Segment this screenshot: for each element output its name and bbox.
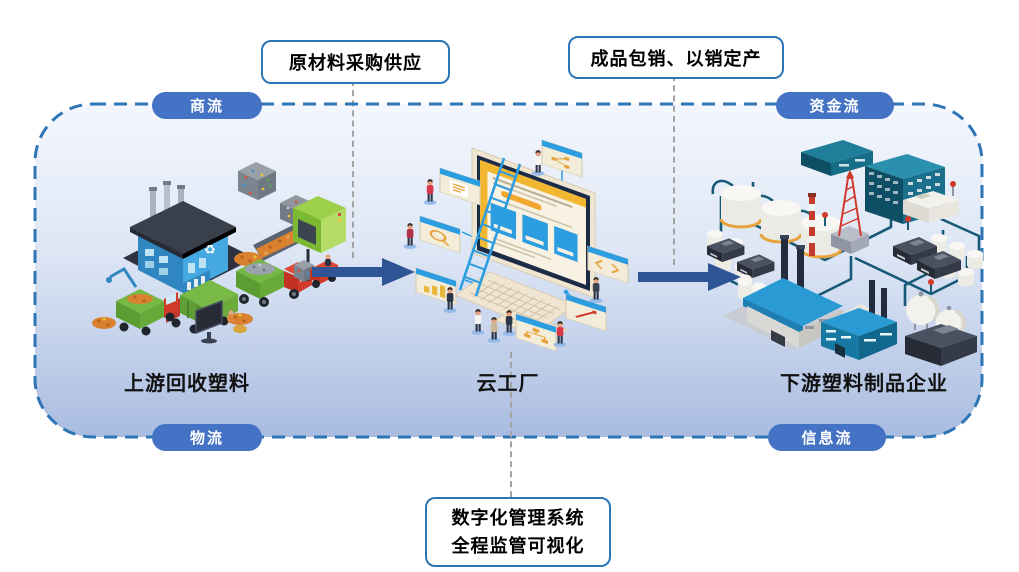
arrow-cloud-to-downstream-icon [638, 263, 741, 291]
connector-procurement [352, 80, 354, 258]
pill-business-flow-text: 商流 [189, 98, 224, 115]
dark-building-bottom [905, 324, 977, 366]
cloud-factory-illustration [403, 139, 629, 352]
node-label-downstream: 下游塑料制品企业 [780, 373, 948, 395]
derrick-tower [831, 170, 869, 254]
teal-building-bottom [821, 280, 897, 360]
pill-information-flow-text: 信息流 [801, 430, 853, 447]
callout-digital: 数字化管理系统 全程监管可视化 [425, 497, 611, 567]
floating-panel-search [419, 215, 461, 254]
callout-digital-line2: 全程监管可视化 [451, 536, 585, 556]
callout-sales: 成品包销、以销定产 [568, 36, 784, 79]
plastics-factory-complex-illustration [707, 140, 983, 366]
pill-capital-flow: 资金流 [776, 92, 894, 119]
striped-chimney [808, 193, 816, 256]
node-label-upstream: 上游回收塑料 [124, 373, 250, 395]
callout-sales-text: 成品包销、以销定产 [590, 48, 762, 69]
callout-procurement-text: 原材料采购供应 [289, 53, 422, 73]
pill-information-flow: 信息流 [768, 424, 886, 451]
callout-procurement: 原材料采购供应 [261, 40, 450, 84]
connector-sales [673, 75, 675, 265]
pill-logistics-flow: 物流 [152, 424, 262, 451]
recycle-icon: ♻ [204, 242, 216, 257]
recycling-plant-illustration: ♻ [92, 162, 346, 344]
pill-logistics-flow-text: 物流 [189, 430, 224, 447]
callout-digital-line1: 数字化管理系统 [451, 508, 585, 528]
node-label-cloud-factory: 云工厂 [476, 373, 540, 395]
pill-business-flow: 商流 [152, 92, 262, 119]
teal-building-top [801, 140, 873, 176]
arrow-upstream-to-cloud-icon [312, 258, 415, 286]
pill-capital-flow-text: 资金流 [809, 98, 861, 115]
